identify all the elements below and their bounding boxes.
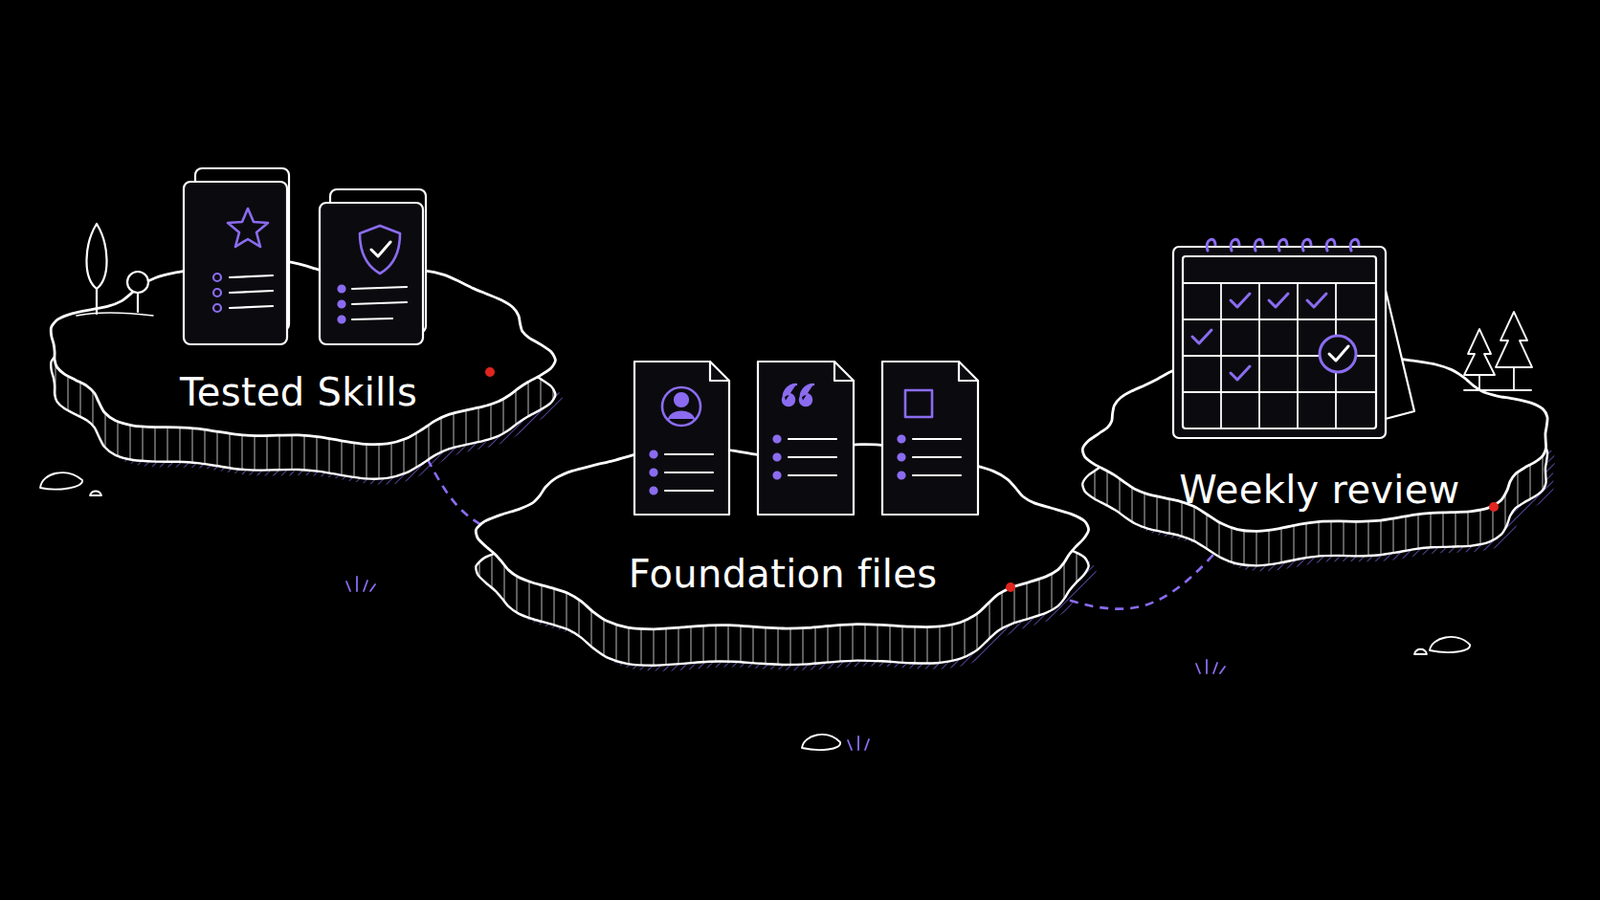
island-top [50,260,556,445]
island-shape [49,260,548,479]
island-shape [1088,352,1551,565]
island-node: Weekly review [1088,352,1551,565]
island-node: Foundation files [486,442,1080,672]
island-top [475,444,1089,630]
island-node: Tested Skills [49,260,548,479]
pine-tree [1464,311,1533,391]
island-label: Tested Skills [179,371,418,414]
island-label: Weekly review [1178,468,1460,512]
island-top [1082,351,1548,532]
island-label: Foundation files [628,553,938,596]
